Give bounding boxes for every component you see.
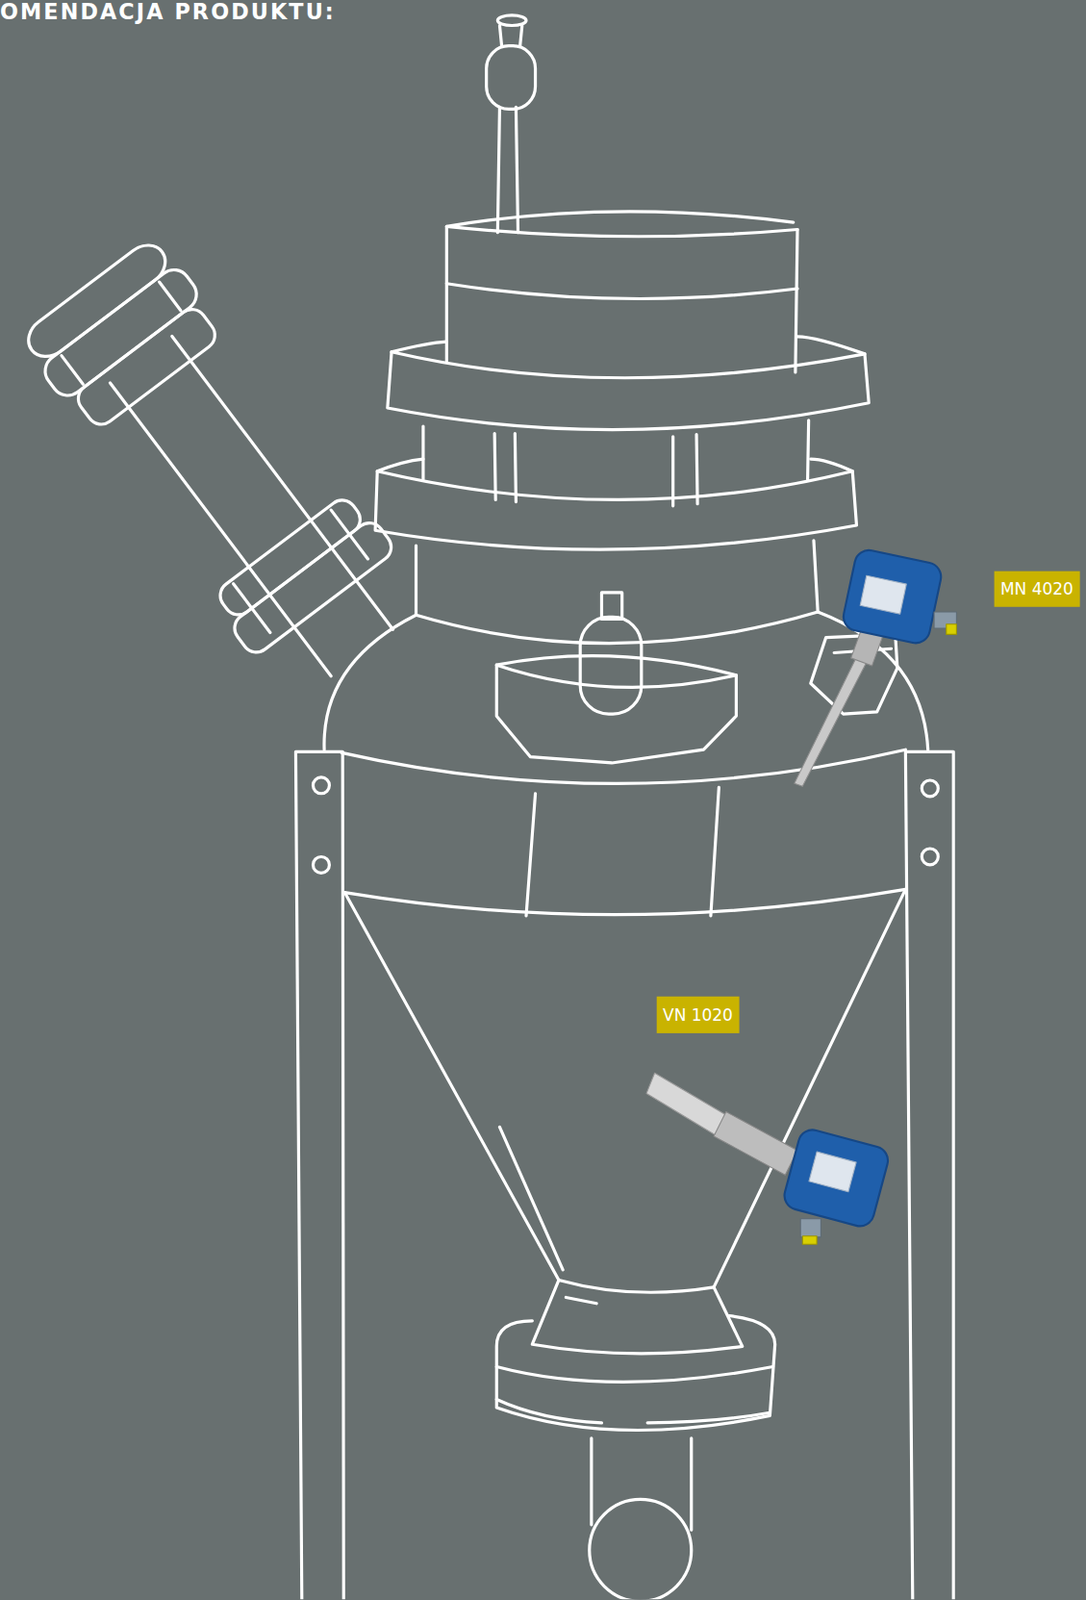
- flange-upper-rim: [391, 341, 865, 379]
- side-pipe-flange: [228, 517, 398, 658]
- vibration-shaft: [713, 1111, 798, 1176]
- nozzle-stem: [601, 592, 622, 620]
- side-pipe-cap: [21, 236, 174, 365]
- leg-left: [295, 751, 344, 1599]
- product-tag: MN 4020: [994, 571, 1081, 607]
- outlet-neck: [531, 1279, 742, 1353]
- sensor-probe: [794, 652, 869, 786]
- flange-lower-rim: [377, 458, 853, 500]
- cone-side: [344, 888, 906, 1287]
- leg-hole: [921, 848, 938, 865]
- sensor-gland: [800, 1218, 821, 1238]
- cone-reflection: [499, 1126, 563, 1269]
- side-pipe-flange: [73, 303, 222, 430]
- leg-right: [905, 751, 954, 1599]
- body-bottom: [344, 888, 906, 914]
- nozzle-body: [580, 616, 642, 714]
- cylinder-top: [446, 211, 798, 237]
- cylinder-band: [446, 283, 798, 300]
- leg-hole: [921, 780, 938, 797]
- outlet-flange-rim: [496, 1366, 773, 1383]
- side-pipe-bolt: [61, 281, 181, 384]
- top-stem: [499, 25, 522, 47]
- leg-hole: [312, 777, 329, 794]
- flange-lower: [375, 458, 857, 550]
- cylinder-side: [446, 226, 798, 373]
- vibration-fork: [646, 1072, 730, 1137]
- middle-band-side: [423, 420, 809, 480]
- heading-fragment: OMENDACJA PRODUKTU:: [0, 0, 336, 25]
- sensor-gland-cap: [802, 1236, 817, 1244]
- body-seam: [526, 786, 719, 916]
- product-name: MN 4020: [1000, 579, 1074, 599]
- flange-upper: [387, 336, 869, 430]
- body-top: [341, 749, 906, 783]
- leg-hole: [312, 856, 329, 873]
- neck-side: [416, 540, 819, 615]
- side-pipe-flange: [214, 494, 366, 621]
- outlet-pipe-end: [589, 1498, 692, 1599]
- product-tag: VN 1020: [656, 996, 740, 1034]
- sensor-gland-cap: [946, 624, 958, 635]
- sensor-nameplate: [808, 1151, 857, 1192]
- sensor-housing: [781, 1126, 891, 1230]
- nozzle-bowl: [496, 656, 736, 763]
- side-pipe-bolt: [233, 509, 369, 632]
- top-cap: [497, 15, 527, 26]
- side-pipe: [14, 231, 434, 707]
- outlet-flange: [496, 1315, 775, 1431]
- dome-side: [324, 611, 929, 750]
- side-pipe-body: [109, 335, 393, 676]
- sensor-housing: [840, 547, 944, 646]
- outlet-mark: [565, 1296, 597, 1303]
- side-pipe-flange: [38, 263, 203, 403]
- sensor-nameplate: [859, 575, 907, 614]
- top-rod: [497, 106, 518, 232]
- top-knob: [486, 46, 536, 110]
- nozzle-bowl-rim: [496, 664, 736, 687]
- product-name: VN 1020: [662, 1005, 733, 1025]
- outlet-flange-lip: [496, 1398, 770, 1422]
